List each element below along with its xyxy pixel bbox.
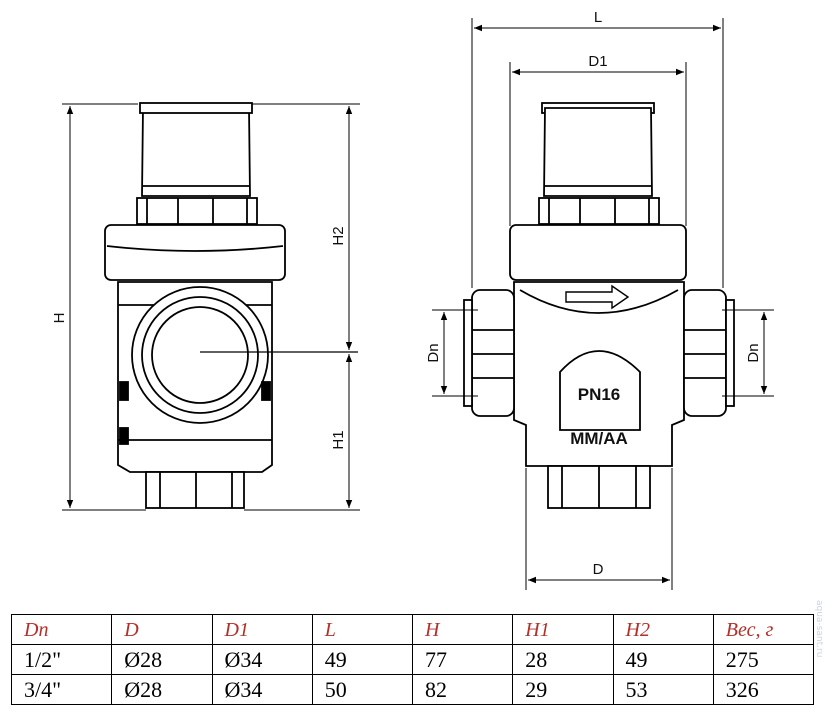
col-header: L [311,614,414,645]
dim-D-label: D [593,561,604,578]
table-cell: 49 [311,644,414,675]
table-cell: 29 [512,674,614,705]
valve-technical-drawing: H H2 H1 P [51,9,774,590]
table-cell: 326 [712,674,815,705]
table-cell: 1/2" [10,644,113,675]
front-left-hex [471,289,515,417]
col-header: Dn [10,614,113,645]
table-cell: 28 [512,644,614,675]
table-cell: Ø34 [211,644,313,675]
side-gauge-port [145,471,245,509]
table-header-row: Dn D D1 L H H1 H2 Вес, г [10,614,815,645]
table-cell: 49 [612,644,714,675]
dim-D [525,468,673,590]
side-cap-top [139,102,253,114]
side-bonnet [104,224,286,281]
code-mark: MM/AA [570,429,628,448]
col-header: H1 [512,614,614,645]
table-cell: Ø28 [111,674,213,705]
dim-D1-label: D1 [588,53,607,70]
side-cap [141,107,251,197]
dim-Dn-left [432,309,478,397]
col-header: H [411,614,514,645]
front-bonnet [509,224,687,281]
dim-H2 [252,103,360,350]
table-cell: Ø28 [111,644,213,675]
watermark: aqua-sant.ru [814,600,824,658]
dim-D1 [509,62,687,226]
dim-H [62,103,146,511]
table-cell: Ø34 [211,674,313,705]
pressure-mark: PN16 [578,385,621,404]
side-view [104,102,286,509]
table-cell: 77 [411,644,514,675]
front-nut [538,197,660,225]
dim-L-label: L [594,9,602,26]
table-cell: 275 [712,644,815,675]
dim-H-label: H [51,313,68,324]
col-header: Вес, г [712,614,815,645]
col-header: D1 [211,614,313,645]
dim-Dn-right [722,309,774,397]
side-inlet-inner [151,306,249,404]
table-cell: 50 [311,674,414,705]
side-nut [136,197,258,225]
spec-table: Dn D D1 L H H1 H2 Вес, г 1/2" Ø28 Ø34 49… [10,614,815,705]
front-cap [543,107,653,197]
dim-H1-label: H1 [330,430,347,449]
table-cell: 82 [411,674,514,705]
flow-arrow-icon [565,284,630,310]
dim-L [471,18,724,288]
table-row: 1/2" Ø28 Ø34 49 77 28 49 275 [10,644,815,675]
dim-H2-label: H2 [330,226,347,245]
table-cell: 3/4" [10,674,113,705]
front-right-hex [683,289,727,417]
table-row: 3/4" Ø28 Ø34 50 82 29 53 326 [10,674,815,705]
dim-H1 [244,354,360,511]
dim-Dn-left-label: Dn [425,343,442,362]
front-view [463,102,735,509]
col-header: D [111,614,213,645]
dim-Dn-right-label: Dn [745,343,762,362]
col-header: H2 [612,614,714,645]
table-cell: 53 [612,674,714,705]
